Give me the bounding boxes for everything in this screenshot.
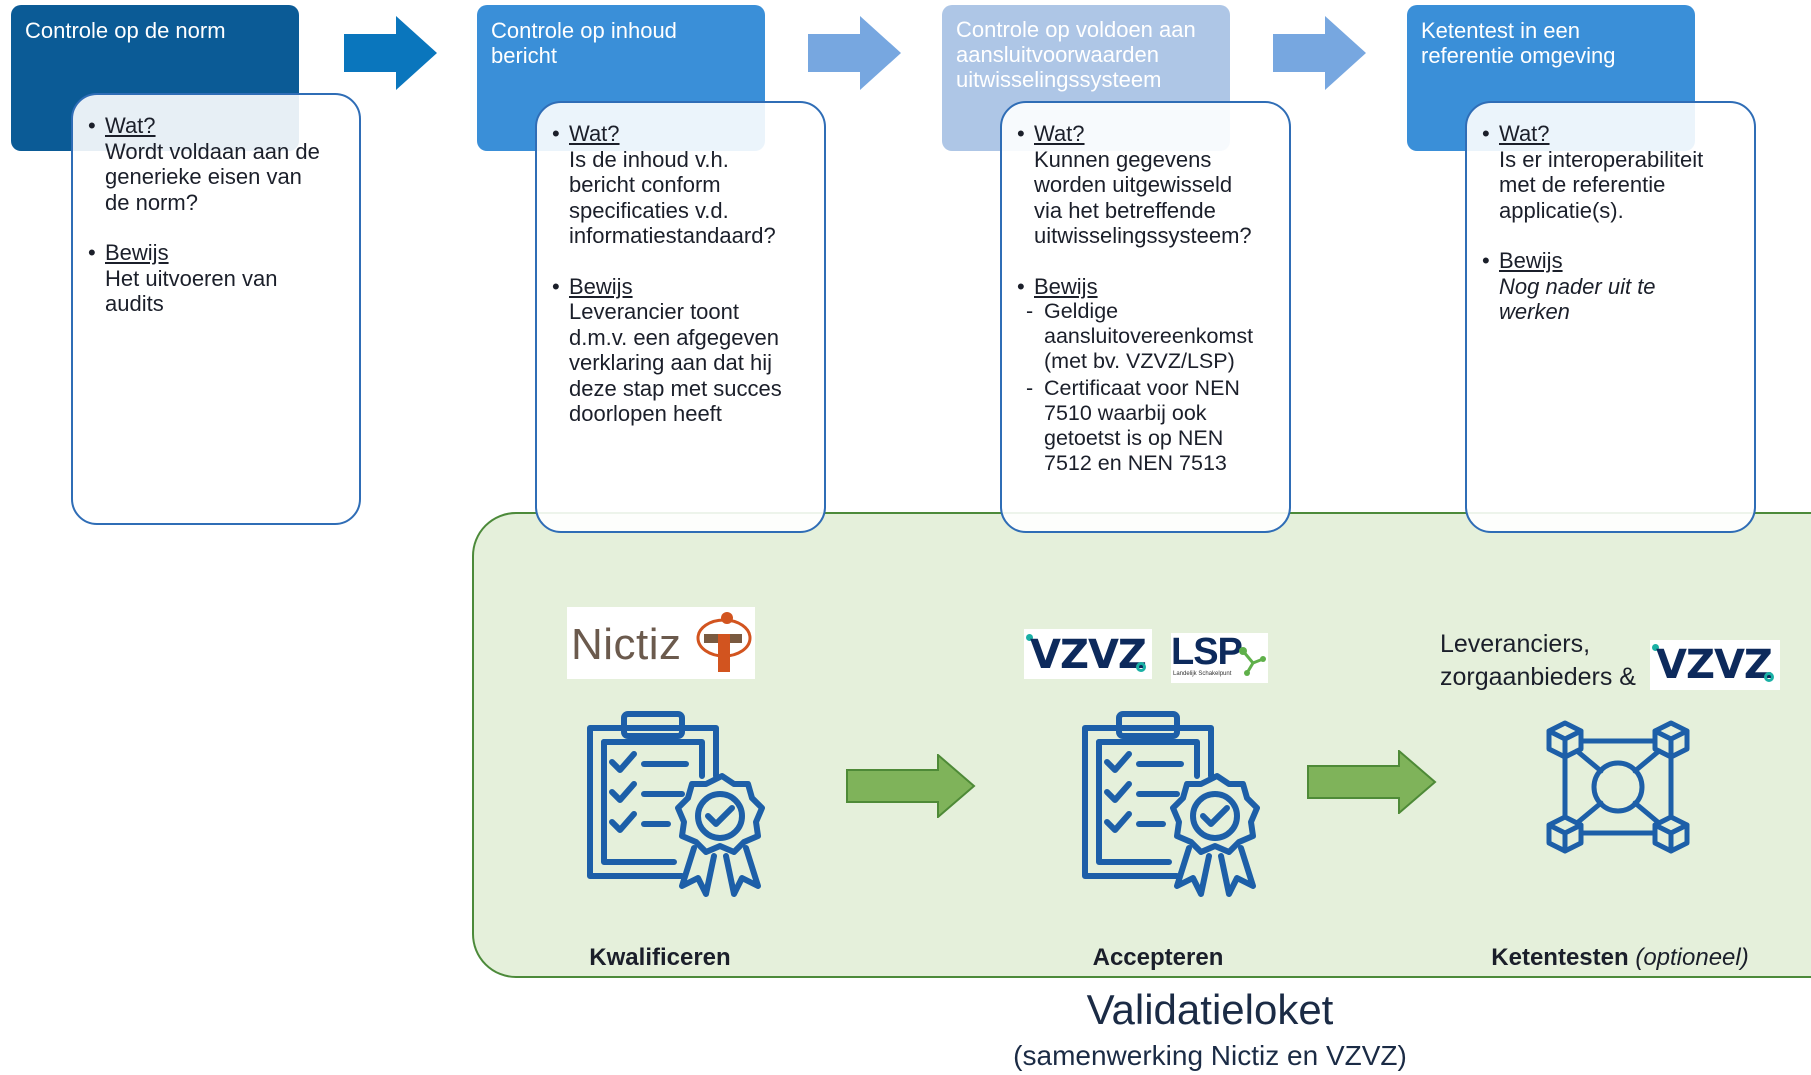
vzvz-logo-text: VZVZ: [1656, 642, 1773, 688]
stage-label-ketentesten: Ketentesten (optioneel): [1491, 944, 1749, 971]
step-card-ketentest: Wat? Is er interoperabiliteit met de ref…: [1465, 101, 1756, 533]
stage-label-accepteren: Accepteren: [1092, 944, 1224, 971]
lsp-logo-subtext: Landelijk Schakelpunt: [1173, 671, 1232, 677]
stage-label-text: Ketentesten: [1491, 944, 1629, 971]
bewijs-text: Leverancier toont d.m.v. een afgegeven v…: [569, 299, 782, 426]
nictiz-logo-text: Nictiz: [571, 620, 682, 669]
parties-text: Leveranciers, zorgaanbieders &: [1440, 630, 1636, 691]
bewijs-item-text: Certificaat voor NEN 7510 waarbij ook ge…: [1044, 376, 1240, 475]
wat-text: Is de inhoud v.h. bericht conform specif…: [569, 146, 776, 249]
bewijs-list: - Geldige aansluitovereenkomst (met bv. …: [1026, 299, 1269, 476]
stage-label-kwalificeren: Kwalificeren: [589, 944, 731, 971]
clipboard-certificate-icon: [587, 711, 765, 897]
flow-arrow-2: [808, 16, 901, 90]
wat-label: Wat?: [105, 113, 156, 138]
stage-arrow-1: [846, 754, 976, 818]
bewijs-label: Bewijs: [105, 240, 169, 265]
bewijs-item: - Geldige aansluitovereenkomst (met bv. …: [1026, 299, 1269, 374]
bewijs-text: Het uitvoeren van audits: [105, 265, 278, 317]
lsp-logo: LSP Landelijk Schakelpunt: [1171, 631, 1268, 683]
validatieloket-title: Validatieloket: [1086, 986, 1334, 1033]
lsp-network-icon: [1239, 647, 1266, 676]
wat-label: Wat?: [569, 121, 620, 146]
bewijs-text: Nog nader uit te werken: [1499, 273, 1656, 325]
vzvz-logo-text: VZVZ: [1030, 632, 1147, 678]
network-cubes-icon: [1546, 720, 1690, 854]
wat-label: Wat?: [1499, 121, 1550, 146]
stage-label-suffix: optioneel: [1643, 944, 1741, 971]
nictiz-logo: Nictiz: [567, 607, 755, 679]
wat-text: Is er interoperabiliteit met de referent…: [1499, 146, 1704, 223]
flow-arrow-3: [1273, 16, 1366, 90]
clipboard-certificate-icon: [1082, 711, 1260, 897]
wat-text: Wordt voldaan aan de generieke eisen van…: [105, 138, 320, 215]
bewijs-label: Bewijs: [569, 273, 633, 299]
wat-text: Kunnen gegevens worden uitgewisseld via …: [1034, 146, 1252, 249]
bewijs-item-text: Geldige aansluitovereenkomst (met bv. VZ…: [1044, 299, 1254, 373]
lsp-logo-text: LSP: [1171, 631, 1243, 673]
stage-arrow-2: [1307, 750, 1437, 814]
vzvz-logo-right: VZVZ: [1650, 640, 1780, 690]
step-card-inhoud: Wat? Is de inhoud v.h. bericht conform s…: [535, 101, 826, 533]
vzvz-logo: VZVZ: [1024, 629, 1152, 679]
bewijs-label: Bewijs: [1499, 248, 1563, 273]
validatieloket-subtitle: (samenwerking Nictiz en VZVZ): [1013, 1040, 1407, 1071]
bewijs-label: Bewijs: [1034, 273, 1098, 299]
step-card-aansluitvoorwaarden: Wat? Kunnen gegevens worden uitgewisseld…: [1000, 101, 1291, 533]
bewijs-item: - Certificaat voor NEN 7510 waarbij ook …: [1026, 376, 1269, 476]
nictiz-t-icon: [696, 612, 752, 672]
wat-label: Wat?: [1034, 121, 1085, 146]
flow-arrow-1: [344, 16, 437, 90]
step-card-norm: Wat? Wordt voldaan aan de generieke eise…: [71, 93, 361, 525]
